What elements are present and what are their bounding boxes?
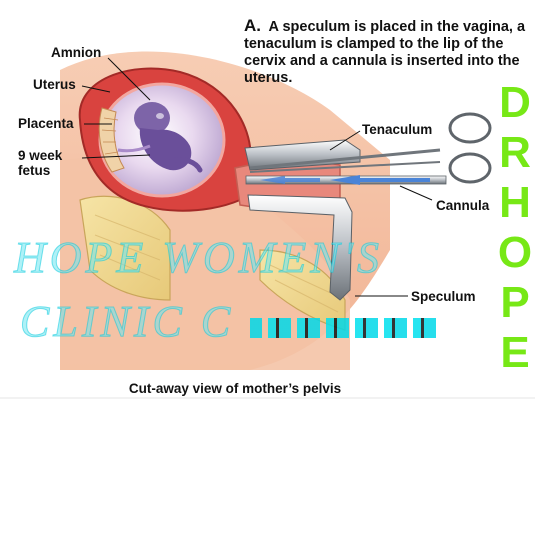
speculum-top-blade	[244, 139, 361, 171]
tenaculum-leader	[329, 130, 361, 151]
vertical-letter: H	[499, 178, 531, 227]
vertical-watermark: D R H O P E	[497, 78, 533, 378]
step-letter: A.	[244, 16, 261, 35]
sacrum-bone	[79, 195, 171, 301]
label-fetus: 9 week fetus	[18, 148, 63, 178]
label-amnion: Amnion	[51, 45, 102, 60]
label-speculum: Speculum	[411, 289, 476, 304]
vertical-letter: P	[500, 278, 530, 327]
vertical-letter: O	[497, 228, 533, 277]
label-placenta: Placenta	[18, 116, 74, 131]
vertical-letter: D	[499, 78, 531, 127]
watermark-smudge	[250, 318, 440, 338]
cannula-leader	[399, 185, 433, 201]
label-tenaculum: Tenaculum	[362, 122, 433, 137]
amnion-leader	[107, 57, 151, 101]
label-uterus: Uterus	[33, 77, 76, 92]
suction-arrows	[260, 175, 430, 185]
fetus-leader	[81, 154, 151, 159]
step-caption: A. A speculum is placed in the vagina, a…	[244, 17, 534, 87]
umbilical-cord	[117, 144, 151, 153]
label-cannula: Cannula	[436, 198, 490, 213]
speculum-bottom-blade	[247, 194, 353, 301]
watermark-line-2: CLINIC C	[19, 297, 235, 347]
figure-caption: Cut-away view of mother’s pelvis	[128, 381, 342, 396]
tenaculum-ring-bottom	[448, 152, 492, 184]
vertical-letter: E	[500, 328, 530, 377]
tenaculum-ring-top	[448, 112, 492, 144]
uterus-leader	[81, 85, 111, 93]
vertical-letter: R	[499, 128, 531, 177]
watermark-line-1: HOPE WOMEN'S	[13, 233, 384, 283]
step-text: A speculum is placed in the vagina, a te…	[244, 19, 526, 86]
fetus-figure	[134, 102, 203, 173]
tenaculum-shaft-2	[249, 161, 441, 173]
pelvis-illustration	[0, 51, 535, 399]
tenaculum-shaft	[249, 148, 441, 170]
